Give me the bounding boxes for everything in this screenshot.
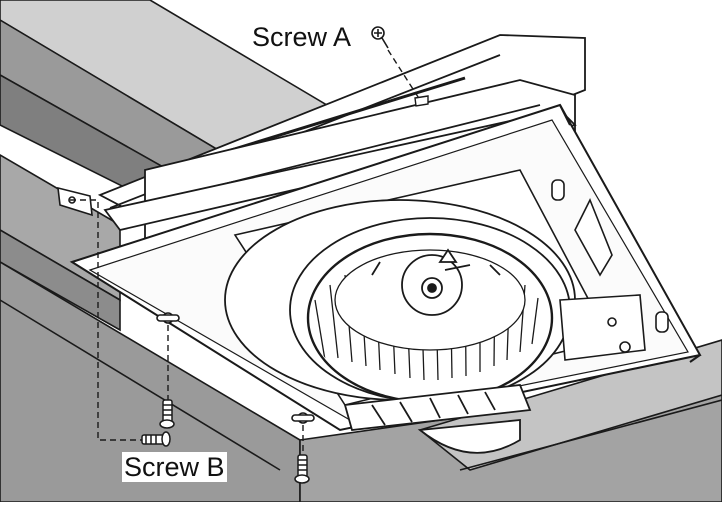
keyhole-slot-left [156, 312, 180, 324]
screw-a-icon [371, 26, 389, 49]
keyhole-slot-right [655, 311, 669, 333]
screw-b-leaders [70, 199, 304, 455]
keyhole-slot-bottom [291, 412, 315, 424]
electrical-detail [559, 198, 646, 361]
screw-b-label: Screw B [122, 452, 227, 482]
blower-assembly [224, 199, 576, 404]
screw-a-label: Screw A [250, 22, 354, 52]
keyhole-slot-top-right [551, 179, 565, 201]
screw-a-hole [414, 95, 429, 107]
grille-lip [343, 384, 532, 454]
keyhole-slots [57, 179, 669, 424]
screw-b-icon [141, 399, 310, 484]
